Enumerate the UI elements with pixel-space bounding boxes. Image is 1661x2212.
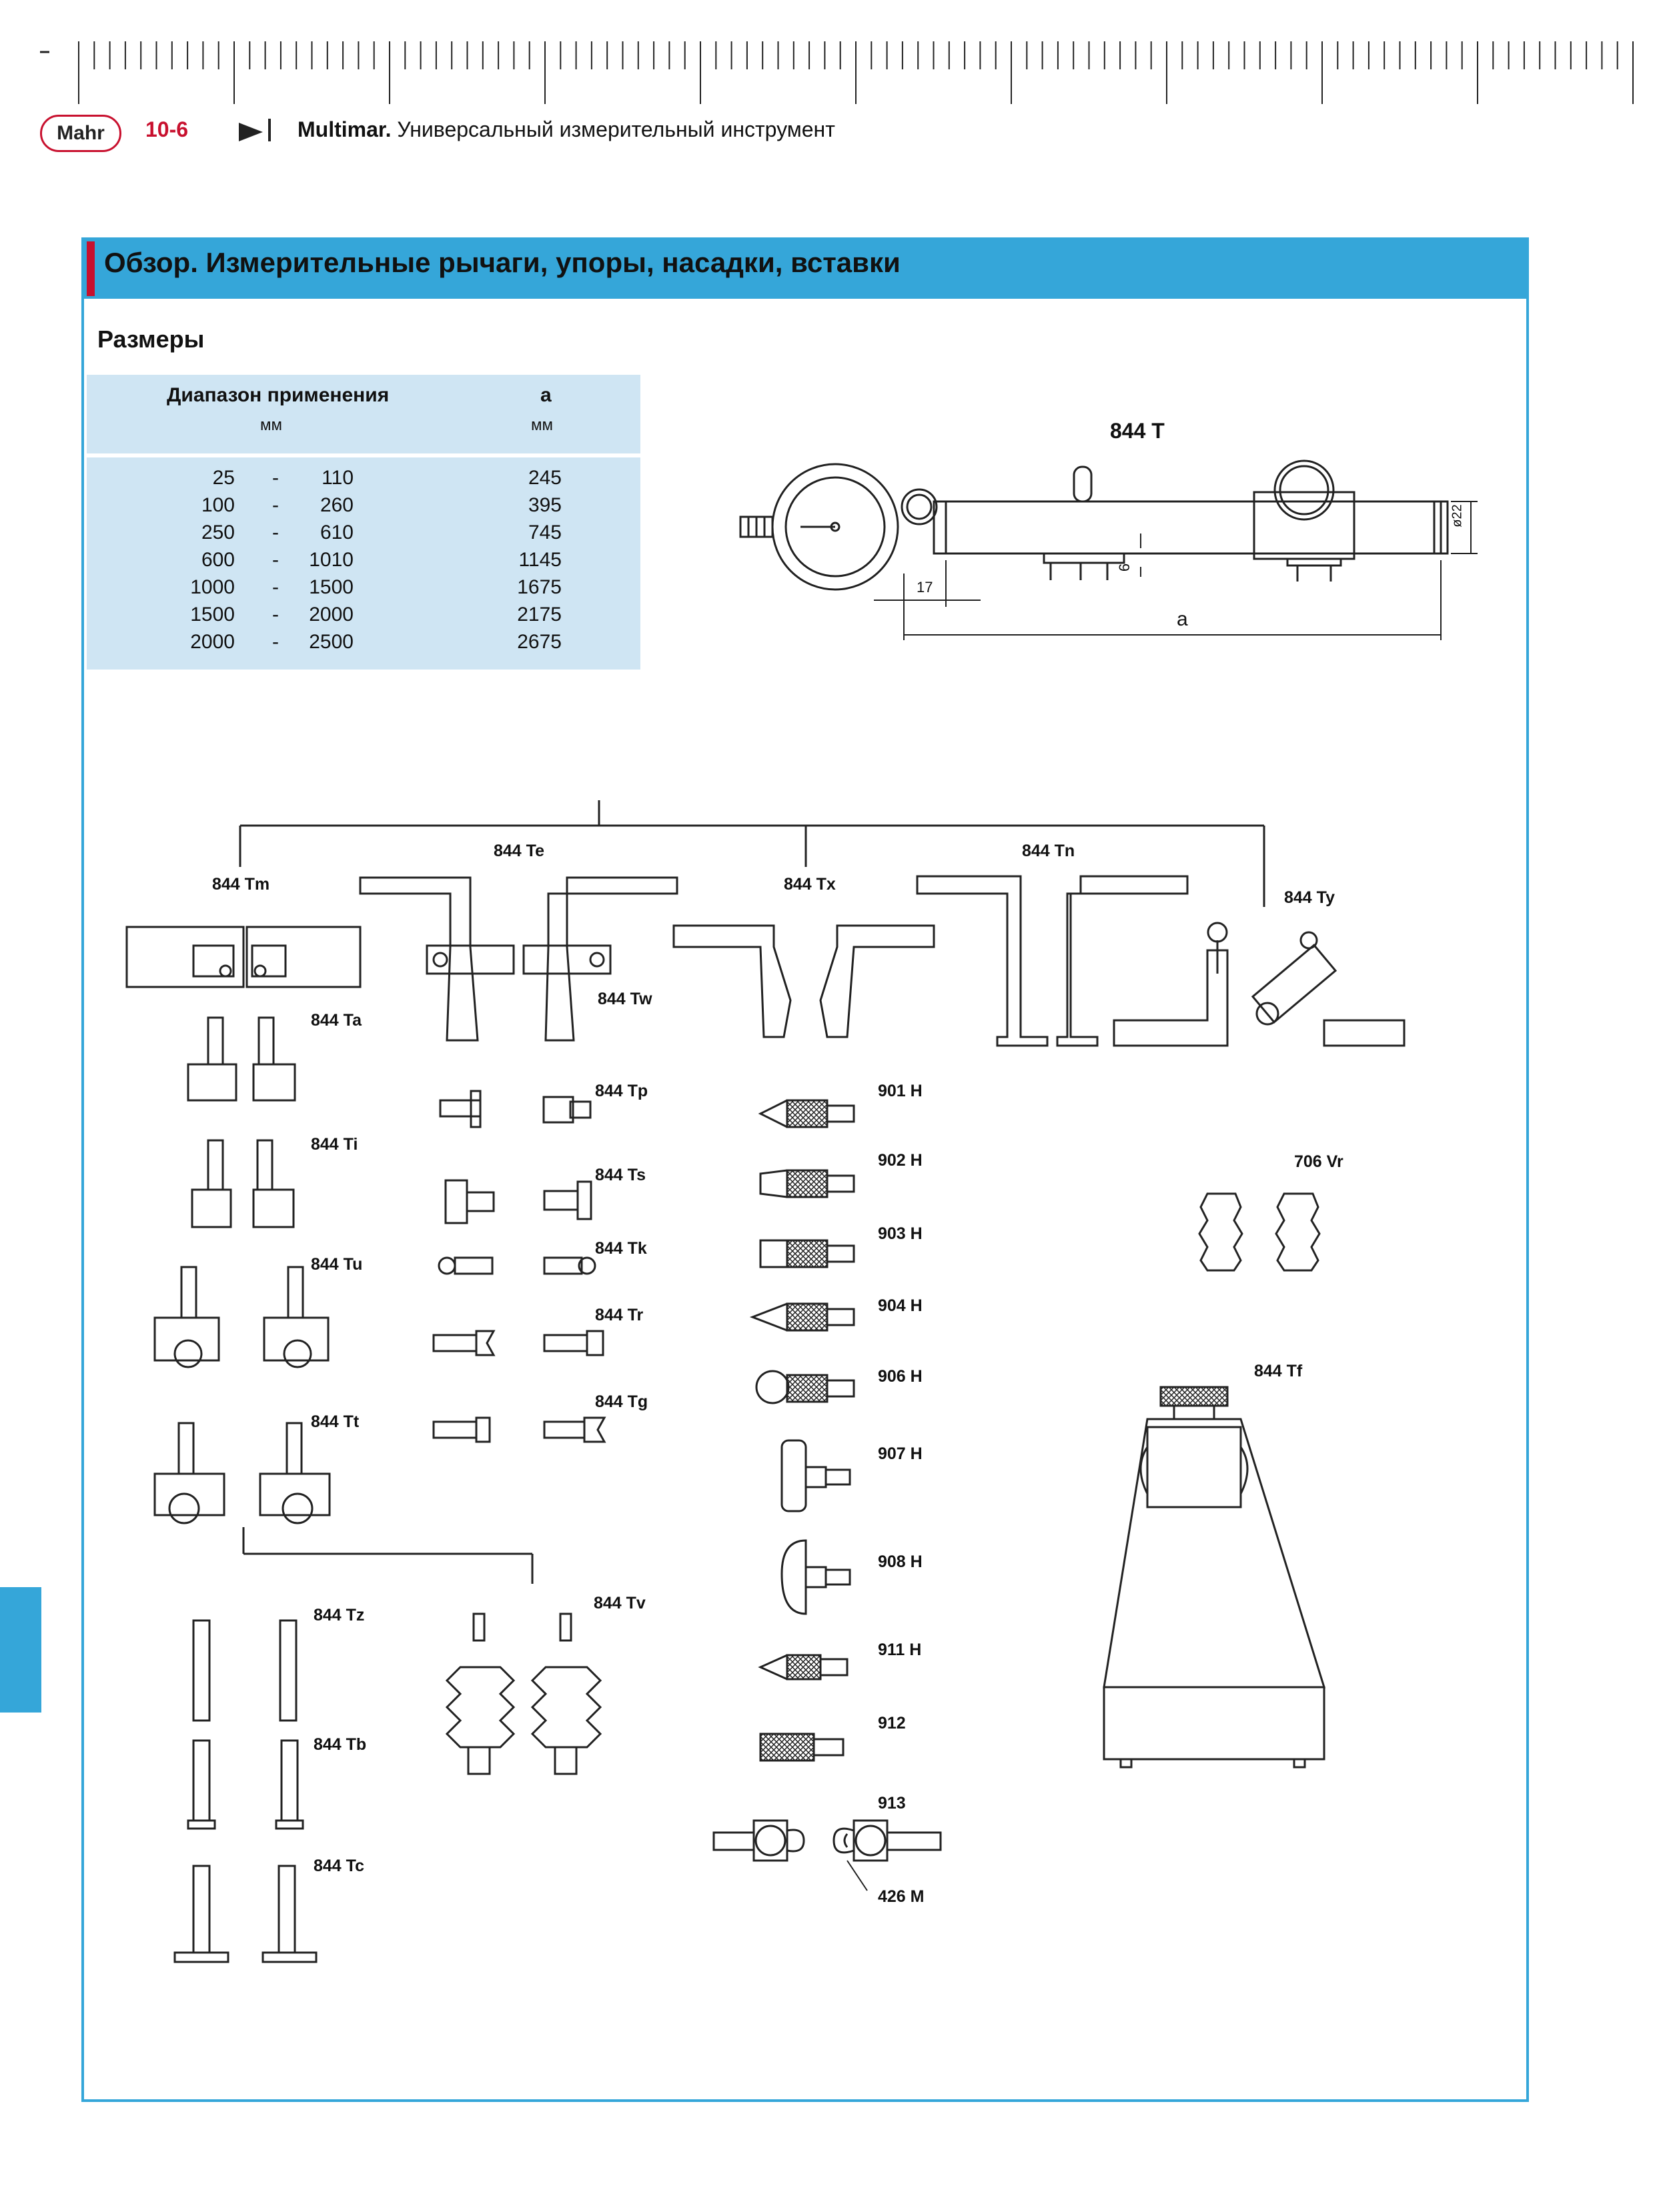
table-header-a-unit: мм <box>531 416 553 434</box>
tree-connectors <box>239 800 1265 1584</box>
label-844Tt: 844 Tt <box>311 1412 360 1431</box>
label-844Tc: 844 Tc <box>314 1857 364 1875</box>
table-header-range: Диапазон применения <box>167 384 390 406</box>
drawing-844Tu <box>153 1266 330 1368</box>
section-title-bar <box>81 237 1529 299</box>
header-divider <box>268 119 271 141</box>
label-706Vr: 706 Vr <box>1294 1152 1343 1171</box>
drawing-844Ta <box>187 1016 296 1102</box>
table-header-bg <box>87 375 640 453</box>
label-844Ti: 844 Ti <box>311 1135 358 1154</box>
drawing-H-inserts <box>749 1099 855 1762</box>
label-906H: 906 H <box>878 1367 923 1386</box>
label-844Tw: 844 Tw <box>598 990 652 1008</box>
side-tab <box>0 1587 41 1713</box>
mahr-logo: Mahr <box>40 115 121 152</box>
label-844Tr: 844 Tr <box>595 1306 644 1324</box>
label-844Tz: 844 Tz <box>314 1606 365 1624</box>
label-844Tf: 844 Tf <box>1254 1362 1303 1380</box>
drawing-844Tn <box>916 875 1189 1047</box>
page-number: 10-6 <box>145 117 189 141</box>
drawing-844Tx <box>672 924 935 1038</box>
section-title: Обзор. Измерительные рычаги, упоры, наса… <box>104 247 901 278</box>
section-subtitle: Размеры <box>97 325 205 353</box>
label-844Tp: 844 Tp <box>595 1082 648 1100</box>
table-header-a: a <box>540 384 552 406</box>
label-844Tb: 844 Tb <box>314 1735 367 1754</box>
label-844T: 844 T <box>1110 419 1165 443</box>
dim-6: 6 <box>1116 563 1133 572</box>
label-844Tm: 844 Tm <box>212 875 270 894</box>
label-844Ty: 844 Ty <box>1284 888 1335 907</box>
label-844Tk: 844 Tk <box>595 1239 647 1258</box>
label-844Ts: 844 Ts <box>595 1166 646 1184</box>
drawing-844Ti <box>191 1139 295 1228</box>
label-908H: 908 H <box>878 1552 923 1571</box>
dim-diameter: ø22 <box>1450 504 1465 527</box>
top-ruler <box>40 41 1634 104</box>
label-907H: 907 H <box>878 1444 923 1463</box>
label-903H: 903 H <box>878 1224 923 1243</box>
drawing-706Vr <box>1198 1192 1321 1272</box>
drawing-844Ty <box>1113 922 1406 1047</box>
label-844Tx: 844 Tx <box>784 875 836 894</box>
label-913: 913 <box>878 1794 906 1813</box>
drawing-pins <box>173 1619 318 1963</box>
drawing-844Tt <box>153 1422 331 1524</box>
dim-a: a <box>1177 608 1188 630</box>
label-904H: 904 H <box>878 1296 923 1315</box>
label-902H: 902 H <box>878 1151 923 1170</box>
label-844Tv: 844 Tv <box>594 1594 646 1612</box>
drawing-913 <box>712 1819 942 1891</box>
label-844Tu: 844 Tu <box>311 1255 363 1274</box>
drawing-844Tf <box>1103 1386 1326 1769</box>
table-separator <box>87 453 640 457</box>
play-arrow-icon <box>239 123 263 141</box>
label-844Te: 844 Te <box>494 842 544 860</box>
label-901H: 901 H <box>878 1082 923 1100</box>
label-426M: 426 M <box>878 1887 925 1906</box>
header-title: Multimar. Универсальный измерительный ин… <box>298 117 835 141</box>
title-bar-accent <box>87 241 95 296</box>
table-header-range-unit: мм <box>260 416 282 434</box>
label-844Tn: 844 Tn <box>1022 842 1075 860</box>
table-body-bg <box>87 457 640 670</box>
dim-17: 17 <box>917 579 933 596</box>
drawing-844Tv <box>445 1612 602 1775</box>
label-844Ta: 844 Ta <box>311 1011 362 1030</box>
drawing-844T <box>739 459 1478 640</box>
drawing-844Te <box>359 876 678 1042</box>
label-844Tg: 844 Tg <box>595 1392 648 1411</box>
drawing-844Tm <box>125 926 362 988</box>
drawing-small-inserts <box>432 1090 606 1443</box>
label-912: 912 <box>878 1714 906 1733</box>
label-911H: 911 H <box>878 1640 922 1659</box>
